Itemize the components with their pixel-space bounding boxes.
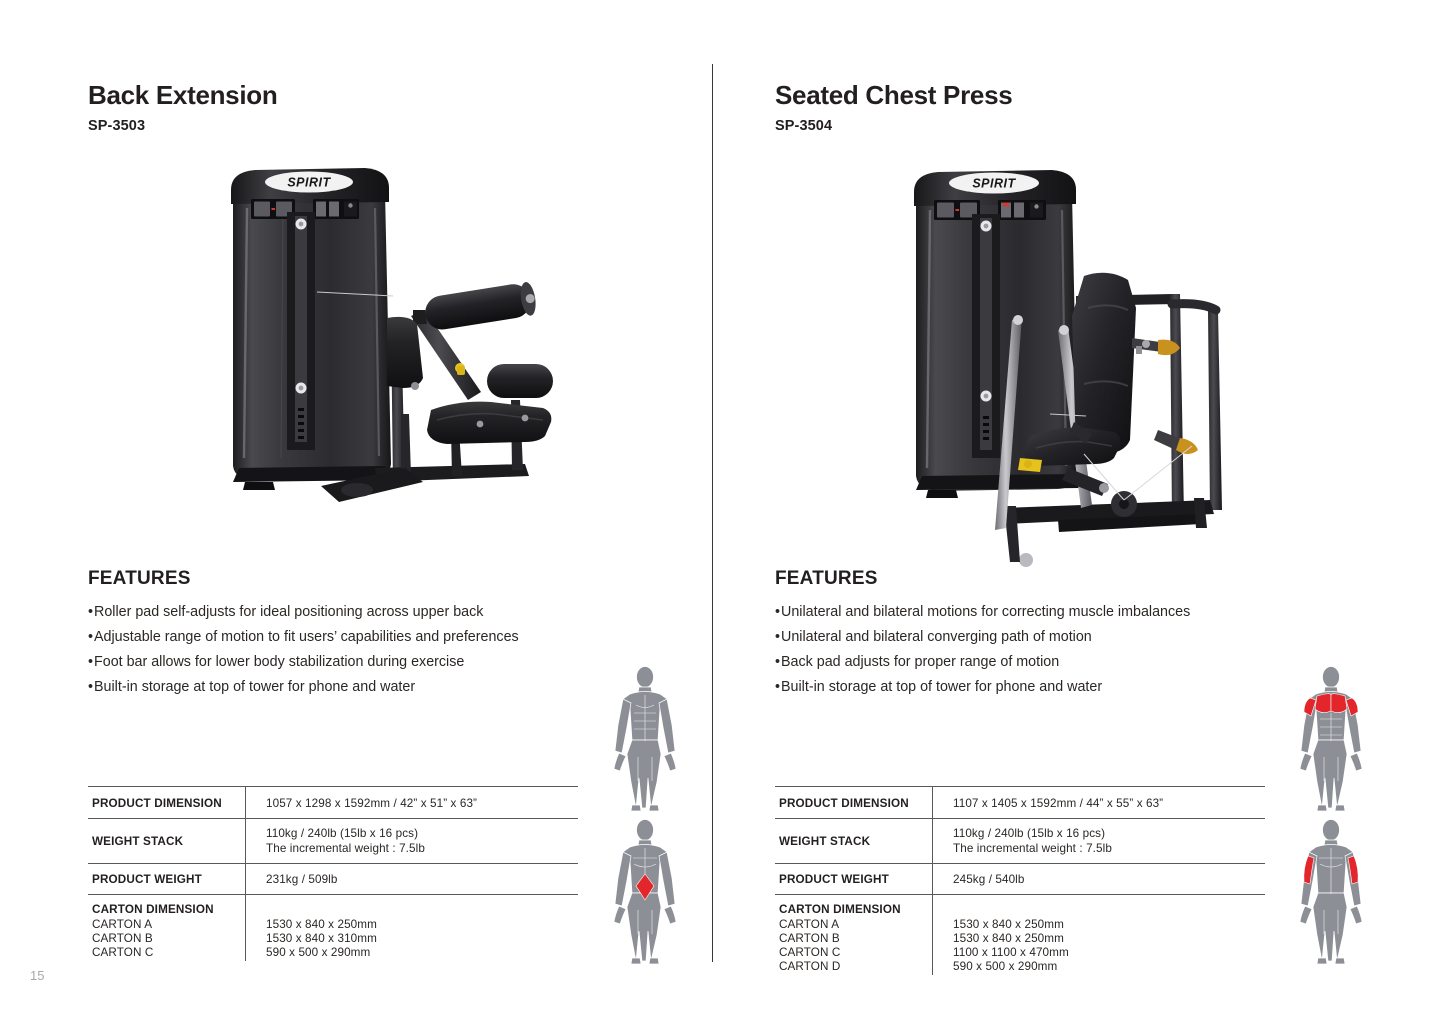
spec-column-divider <box>932 786 933 975</box>
features-list: •Roller pad self-adjusts for ideal posit… <box>88 600 519 700</box>
carton-label: CARTON C <box>779 946 841 959</box>
spec-label: PRODUCT WEIGHT <box>92 873 202 886</box>
feature-text: Back pad adjusts for proper range of mot… <box>781 654 1060 670</box>
carton-label: CARTON B <box>92 932 153 945</box>
spec-row-weight-stack: WEIGHT STACK 110kg / 240lb (15lb x 16 pc… <box>88 818 578 863</box>
carton-heading: CARTON DIMENSION <box>92 903 214 916</box>
highlight-lower-back <box>635 873 655 901</box>
spec-value-line2: The incremental weight : 7.5lb <box>953 842 1112 855</box>
feature-item: •Unilateral and bilateral motions for co… <box>775 604 1191 620</box>
product-panel-back-extension: Back Extension SP-3503 <box>0 0 712 1022</box>
feature-item: •Adjustable range of motion to fit users… <box>88 629 519 645</box>
spec-column-divider <box>245 786 246 961</box>
product-title: Back Extension <box>88 80 278 110</box>
carton-label: CARTON B <box>779 932 840 945</box>
product-image-seated-chest-press: SPIRIT <box>908 168 1248 583</box>
feature-item: •Built-in storage at top of tower for ph… <box>88 679 416 695</box>
features-heading: FEATURES <box>775 568 878 589</box>
spec-value: 110kg / 240lb (15lb x 16 pcs) <box>266 827 419 840</box>
feature-item: •Back pad adjusts for proper range of mo… <box>775 654 1060 670</box>
page-number: 15 <box>30 968 45 983</box>
carton-value: 1530 x 840 x 310mm <box>266 932 377 945</box>
panel-divider <box>712 64 713 962</box>
feature-text: Built-in storage at top of tower for pho… <box>781 679 1103 695</box>
feature-text: Adjustable range of motion to fit users’… <box>94 629 519 645</box>
features-list: •Unilateral and bilateral motions for co… <box>775 600 1190 700</box>
feature-item: •Foot bar allows for lower body stabiliz… <box>88 654 465 670</box>
spec-value: 245kg / 540lb <box>953 873 1025 886</box>
highlight-triceps <box>1303 855 1359 885</box>
spec-value-line2: The incremental weight : 7.5lb <box>266 842 425 855</box>
carton-heading: CARTON DIMENSION <box>779 903 901 916</box>
spec-label: WEIGHT STACK <box>779 835 871 848</box>
feature-text: Foot bar allows for lower body stabiliza… <box>94 654 465 670</box>
carton-value: 590 x 500 x 290mm <box>953 960 1058 973</box>
spec-row-product-weight: PRODUCT WEIGHT 231kg / 509lb <box>88 863 578 894</box>
carton-value: 590 x 500 x 290mm <box>266 946 371 959</box>
muscle-diagram-back <box>600 818 690 968</box>
feature-text: Built-in storage at top of tower for pho… <box>94 679 416 695</box>
feature-item: •Built-in storage at top of tower for ph… <box>775 679 1103 695</box>
feature-item: •Unilateral and bilateral converging pat… <box>775 629 1092 645</box>
carton-value: 1530 x 840 x 250mm <box>953 932 1064 945</box>
spec-value: 231kg / 509lb <box>266 873 338 886</box>
product-model: SP-3503 <box>88 118 146 134</box>
spec-row-product-weight: PRODUCT WEIGHT 245kg / 540lb <box>775 863 1265 894</box>
carton-label: CARTON A <box>779 918 840 931</box>
highlight-chest-and-deltoids <box>1303 693 1359 717</box>
spec-row-carton-dimension: CARTON DIMENSION CARTON A CARTON B CARTO… <box>88 894 578 967</box>
spec-row-product-dimension: PRODUCT DIMENSION 1057 x 1298 x 1592mm /… <box>88 786 578 818</box>
spec-table: PRODUCT DIMENSION 1107 x 1405 x 1592mm /… <box>775 786 1265 981</box>
carton-label: CARTON D <box>779 960 841 973</box>
spec-row-product-dimension: PRODUCT DIMENSION 1107 x 1405 x 1592mm /… <box>775 786 1265 818</box>
svg-text:SPIRIT: SPIRIT <box>972 177 1016 191</box>
spec-label: PRODUCT WEIGHT <box>779 873 889 886</box>
feature-text: Unilateral and bilateral converging path… <box>781 629 1092 645</box>
feature-item: •Roller pad self-adjusts for ideal posit… <box>88 604 484 620</box>
product-model: SP-3504 <box>775 118 833 134</box>
carton-value: 1530 x 840 x 250mm <box>266 918 377 931</box>
spec-table: PRODUCT DIMENSION 1057 x 1298 x 1592mm /… <box>88 786 578 967</box>
feature-text: Unilateral and bilateral motions for cor… <box>781 604 1191 620</box>
spec-value: 1107 x 1405 x 1592mm / 44” x 55” x 63” <box>953 797 1164 810</box>
spec-label: WEIGHT STACK <box>92 835 184 848</box>
carton-label: CARTON C <box>92 946 154 959</box>
muscle-diagram-back <box>1286 818 1376 968</box>
product-title: Seated Chest Press <box>775 80 1013 110</box>
muscle-diagram-front <box>600 665 690 815</box>
carton-label: CARTON A <box>92 918 153 931</box>
carton-value: 1100 x 1100 x 470mm <box>953 946 1069 959</box>
spec-label: PRODUCT DIMENSION <box>779 797 909 810</box>
spec-row-carton-dimension: CARTON DIMENSION CARTON A CARTON B CARTO… <box>775 894 1265 981</box>
spec-label: PRODUCT DIMENSION <box>92 797 222 810</box>
product-image-back-extension: SPIRIT <box>225 168 555 533</box>
features-heading: FEATURES <box>88 568 191 589</box>
spec-value: 1057 x 1298 x 1592mm / 42” x 51” x 63” <box>266 797 478 810</box>
muscle-diagram-front <box>1286 665 1376 815</box>
svg-text:SPIRIT: SPIRIT <box>287 176 331 190</box>
feature-text: Roller pad self-adjusts for ideal positi… <box>94 604 484 620</box>
carton-value: 1530 x 840 x 250mm <box>953 918 1064 931</box>
spec-value: 110kg / 240lb (15lb x 16 pcs) <box>953 827 1106 840</box>
spec-row-weight-stack: WEIGHT STACK 110kg / 240lb (15lb x 16 pc… <box>775 818 1265 863</box>
product-panel-seated-chest-press: Seated Chest Press SP-3504 <box>713 0 1445 1022</box>
